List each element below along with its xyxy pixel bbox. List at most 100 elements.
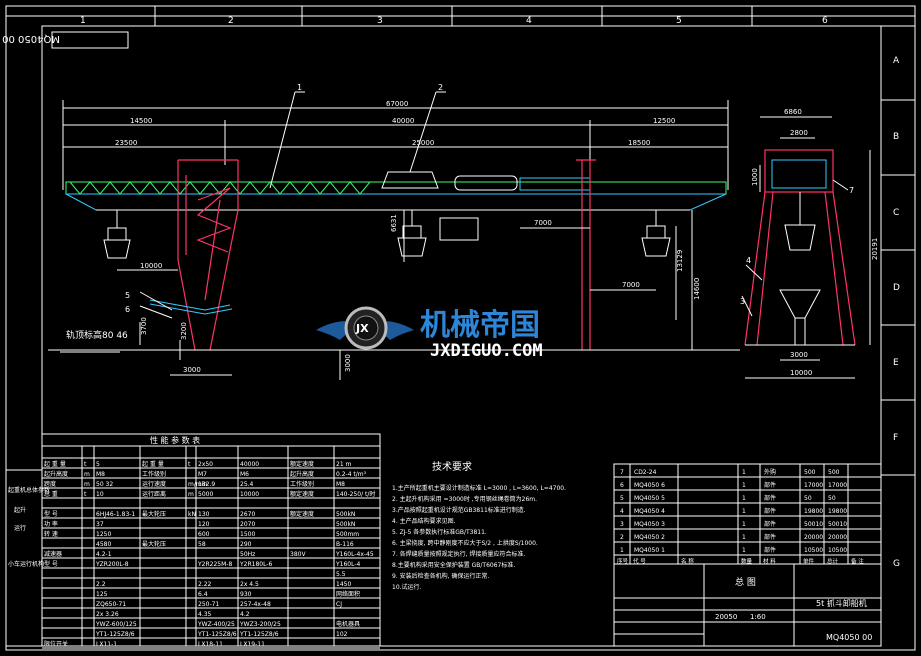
spec-cell: 起升高度: [44, 470, 68, 478]
bom-cell: MQ4050 1: [634, 547, 665, 554]
callout-6: 6: [125, 305, 130, 314]
spec-cell: kN: [188, 511, 196, 518]
spec-side-labels: 起重机总体参数 起升 运行 小车运行机构: [5, 469, 50, 647]
bom-cell: 500: [804, 469, 816, 476]
bom-cell: MQ4050 5: [634, 495, 665, 502]
side-hopper: [779, 192, 821, 345]
bom-header-cell: 总计: [827, 557, 839, 565]
bom-cell: 部件: [764, 533, 776, 541]
spec-cell: 140-250/ t/时: [336, 490, 375, 498]
spec-cell: CJ: [336, 601, 342, 608]
dim-right-cantilever: 12500: [653, 117, 675, 125]
spec-cell: 功 率: [44, 520, 58, 528]
tech-req-line: 3.产品按照起重机设计规范GB3811标准进行制造.: [392, 506, 526, 514]
callout-5: 5: [125, 291, 130, 300]
bom-cell: 1: [620, 547, 624, 554]
dim-height-sub: 13129: [676, 250, 684, 272]
emblem-text: JX: [355, 322, 369, 335]
spec-table-title: 性 能 参 数 表: [150, 435, 200, 445]
spec-cell: M6: [240, 471, 249, 478]
spec-cell: 运行速度: [142, 480, 166, 488]
spec-cell: YT1-125Z8/6: [95, 631, 135, 638]
spec-cell: 380V: [290, 551, 306, 558]
scale: 1:60: [750, 613, 766, 621]
dim-right: 18500: [628, 139, 650, 147]
zone-label: G: [893, 559, 900, 569]
callout-1: 1: [297, 83, 302, 92]
bom-cell: 5: [620, 495, 624, 502]
dim-center: 25000: [412, 139, 434, 147]
spec-cell: YWZ-600/125: [95, 621, 137, 628]
spec-cell: 额定速度: [290, 510, 314, 518]
spec-cell: 2.22: [198, 581, 212, 588]
dim-left-to-center: 23500: [115, 139, 137, 147]
tech-req-line: 6. 主梁挠度, 跨中静刚度不应大于S/2 , 上拱度S/1000.: [392, 539, 538, 547]
callout-3: 3: [740, 297, 745, 306]
spec-cell: m: [84, 481, 90, 488]
bom-cell: 部件: [764, 520, 776, 528]
tech-req-line: 9. 安装后检查各机构, 确保运行正常.: [392, 572, 489, 580]
zone-label: C: [893, 208, 899, 218]
spec-cell: 型 号: [44, 510, 58, 518]
bom-cell: 1: [742, 469, 746, 476]
material-code: 20050: [715, 613, 737, 621]
spec-cell: 120: [198, 521, 210, 528]
rotated-drawing-number: MQ4050 00: [2, 33, 60, 44]
spec-cell: 运行距离: [142, 490, 166, 498]
spec-cell: 0.2-4 t/m³: [336, 471, 367, 478]
bom-cell: 1: [742, 521, 746, 528]
spec-cell: 减速器: [44, 550, 62, 558]
spec-cell: 1250: [96, 531, 111, 538]
grab-bucket-right: [641, 210, 671, 257]
dim-base-inner: 3000: [790, 351, 808, 359]
bom-header-cell: 材 料: [763, 557, 776, 565]
spec-cell: 500mm: [336, 531, 359, 538]
dim-total-height: 20191: [871, 238, 879, 260]
dim-small-vert: 3700: [140, 317, 148, 335]
spec-cell: 5: [96, 461, 100, 468]
rotated-code-box: [51, 31, 129, 49]
spec-cell: M8: [96, 471, 105, 478]
bom-cell: 50: [804, 495, 812, 502]
spec-cell: ZQ650-71: [96, 601, 126, 608]
spec-cell: M7: [198, 471, 207, 478]
spec-cell: 型 号: [44, 560, 58, 568]
spec-cell: YZR200L-8: [95, 561, 129, 568]
spec-cell: M8: [336, 481, 345, 488]
spec-cell: LX18-11: [198, 641, 223, 648]
zone-label: 2: [228, 16, 234, 26]
spec-cell: 40000: [240, 461, 259, 468]
bom-cell: 1: [742, 547, 746, 554]
spec-cell: 4580: [96, 541, 111, 548]
zone-label: 6: [822, 16, 828, 26]
spec-cell: 4.35: [198, 611, 212, 618]
spec-cell: 额定速度: [290, 490, 314, 498]
logo-english: JXDIGUO.COM: [430, 341, 543, 361]
spec-cell: 6.4: [198, 591, 208, 598]
zone-label: 1: [80, 16, 86, 26]
spec-cell: LX19-11: [240, 641, 265, 648]
spec-cell: t: [188, 461, 191, 468]
bom-cell: CD2-24: [634, 469, 657, 476]
tech-req-line: 1.主产所起重机主要设计制造标准 L=3000 , L=3600, L=4700…: [392, 484, 566, 492]
spec-cell: 1450: [336, 581, 351, 588]
spec-cell: YT1-125Z8/6: [239, 631, 279, 638]
spec-cell: 130: [198, 511, 210, 518]
spec-cell: 最大轮压: [142, 510, 166, 518]
spec-cell: 5000: [198, 491, 213, 498]
bom-cell: 部件: [764, 481, 776, 489]
dim-bottom-vert: 3000: [344, 354, 352, 372]
top-zone-strip: 1 2 3 4 5 6: [6, 6, 915, 27]
tech-req-line: 7. 各焊缝质量按照规定执行, 焊接质量应符合标准.: [392, 550, 525, 558]
zone-label: A: [893, 56, 900, 66]
spec-cell: 额定速度: [290, 460, 314, 468]
bom-cell: 2: [620, 534, 624, 541]
spec-cell: 182.9: [198, 481, 215, 488]
spec-cell: 500kN: [336, 511, 355, 518]
bom-cell: 10500: [828, 547, 847, 554]
spec-cell: 2x 4.5: [240, 581, 259, 588]
spec-cell: 2x 3.26: [96, 611, 119, 618]
spec-cell: LX11-1: [96, 641, 117, 648]
